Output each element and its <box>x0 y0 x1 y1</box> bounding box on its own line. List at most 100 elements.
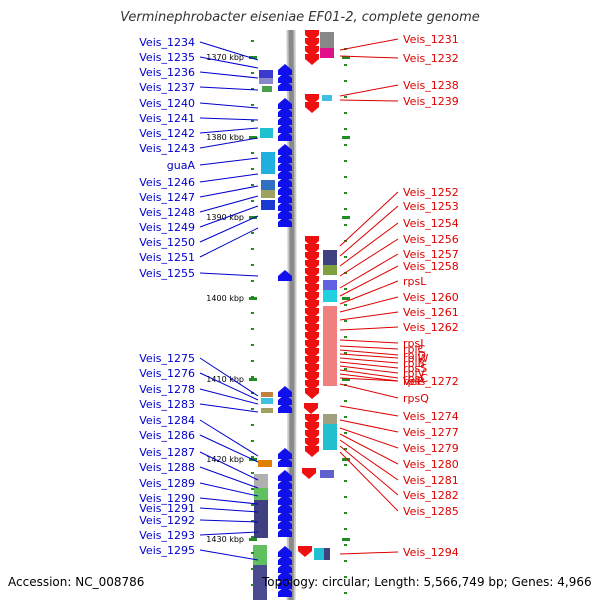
gene-arrow[interactable] <box>278 216 292 227</box>
left-gene-label[interactable]: Veis_1289 <box>139 477 195 490</box>
gene-arrow[interactable] <box>305 356 319 367</box>
left-gene-label[interactable]: guaA <box>167 159 196 172</box>
gene-arrow[interactable] <box>305 268 319 279</box>
gene-arrow[interactable] <box>305 388 319 399</box>
gene-arrow[interactable] <box>278 176 292 187</box>
left-gene-label[interactable]: Veis_1290 <box>139 492 195 505</box>
gene-arrow[interactable] <box>305 38 319 49</box>
left-gene-label[interactable]: Veis_1248 <box>139 206 195 219</box>
gene-arrow[interactable] <box>278 386 292 397</box>
right-gene-label[interactable]: Veis_1272 <box>403 375 459 388</box>
right-gene-label[interactable]: rpsQ <box>403 392 429 405</box>
gene-arrow[interactable] <box>278 394 292 405</box>
gene-arrow[interactable] <box>278 98 292 109</box>
gene-arrow[interactable] <box>278 554 292 565</box>
left-gene-label[interactable]: Veis_1283 <box>139 398 195 411</box>
right-gene-label[interactable]: rplW <box>403 352 429 365</box>
gene-arrow[interactable] <box>305 284 319 295</box>
right-gene-label[interactable]: Veis_1262 <box>403 321 459 334</box>
gene-arrow[interactable] <box>278 502 292 513</box>
gene-arrow[interactable] <box>298 546 312 557</box>
gene-arrow[interactable] <box>305 308 319 319</box>
gene-arrow[interactable] <box>278 200 292 211</box>
right-gene-label[interactable]: rplC <box>403 343 426 356</box>
gene-arrow[interactable] <box>278 270 292 281</box>
right-gene-label[interactable]: Veis_1256 <box>403 233 459 246</box>
left-gene-label[interactable]: Veis_1275 <box>139 352 195 365</box>
gene-arrow[interactable] <box>278 570 292 581</box>
left-gene-label[interactable]: Veis_1286 <box>139 429 195 442</box>
gene-arrow[interactable] <box>305 446 319 457</box>
gene-arrow[interactable] <box>305 430 319 441</box>
right-gene-label[interactable]: rpsJ <box>403 337 423 350</box>
right-gene-label[interactable]: Veis_1258 <box>403 260 459 273</box>
left-gene-label[interactable]: Veis_1291 <box>139 502 195 515</box>
gene-arrow[interactable] <box>278 152 292 163</box>
right-gene-label[interactable]: Veis_1261 <box>403 306 459 319</box>
gene-arrow[interactable] <box>278 562 292 573</box>
gene-arrow[interactable] <box>305 260 319 271</box>
right-gene-label[interactable]: Veis_1231 <box>403 33 459 46</box>
gene-arrow[interactable] <box>278 130 292 141</box>
gene-arrow[interactable] <box>278 168 292 179</box>
right-gene-label[interactable]: Veis_1294 <box>403 546 459 559</box>
gene-arrow[interactable] <box>278 160 292 171</box>
right-gene-label[interactable]: Veis_1232 <box>403 52 459 65</box>
left-gene-label[interactable]: Veis_1237 <box>139 81 195 94</box>
left-gene-label[interactable]: Veis_1235 <box>139 51 195 64</box>
right-gene-label[interactable]: rpsS <box>403 362 427 375</box>
right-gene-label[interactable]: Veis_1281 <box>403 474 459 487</box>
gene-arrow[interactable] <box>305 300 319 311</box>
gene-arrow[interactable] <box>302 468 316 479</box>
left-gene-label[interactable]: Veis_1293 <box>139 529 195 542</box>
gene-arrow[interactable] <box>305 372 319 383</box>
gene-arrow[interactable] <box>305 332 319 343</box>
gene-arrow[interactable] <box>278 208 292 219</box>
right-gene-labels[interactable]: Veis_1231Veis_1232Veis_1238Veis_1239Veis… <box>339 33 459 559</box>
gene-arrow[interactable] <box>305 236 319 247</box>
gene-arrow[interactable] <box>278 510 292 521</box>
gene-arrow[interactable] <box>278 184 292 195</box>
right-gene-label[interactable]: Veis_1238 <box>403 79 459 92</box>
gene-arrow[interactable] <box>278 486 292 497</box>
gene-arrow[interactable] <box>278 72 292 83</box>
gene-arrow[interactable] <box>305 414 319 425</box>
right-gene-label[interactable]: Veis_1285 <box>403 505 459 518</box>
left-gene-label[interactable]: Veis_1240 <box>139 97 195 110</box>
gene-arrow[interactable] <box>278 526 292 537</box>
right-gene-label[interactable]: rpsC <box>403 372 428 385</box>
gene-arrow[interactable] <box>278 546 292 557</box>
gene-arrow[interactable] <box>278 122 292 133</box>
gene-arrow[interactable] <box>278 456 292 467</box>
gene-arrow[interactable] <box>304 403 318 414</box>
gene-arrow[interactable] <box>278 586 292 597</box>
gene-arrow[interactable] <box>305 324 319 335</box>
left-gene-label[interactable]: Veis_1247 <box>139 191 195 204</box>
right-gene-label[interactable]: Veis_1282 <box>403 489 459 502</box>
left-gene-label[interactable]: Veis_1284 <box>139 414 195 427</box>
right-gene-label[interactable]: Veis_1277 <box>403 426 459 439</box>
left-gene-label[interactable]: Veis_1295 <box>139 544 195 557</box>
right-gene-label[interactable]: rpsL <box>403 275 427 288</box>
left-gene-label[interactable]: Veis_1278 <box>139 383 195 396</box>
gene-arrow[interactable] <box>305 438 319 449</box>
gene-arrow[interactable] <box>305 102 319 113</box>
right-gene-label[interactable]: rplV <box>403 367 426 380</box>
right-gene-label[interactable]: Veis_1252 <box>403 186 459 199</box>
left-gene-label[interactable]: Veis_1255 <box>139 267 195 280</box>
gene-arrow[interactable] <box>305 422 319 433</box>
gene-arrow[interactable] <box>305 316 319 327</box>
gene-arrow[interactable] <box>278 578 292 589</box>
gene-arrow[interactable] <box>278 448 292 459</box>
left-gene-label[interactable]: Veis_1243 <box>139 142 195 155</box>
right-gene-label[interactable]: Veis_1279 <box>403 442 459 455</box>
gene-arrow[interactable] <box>305 292 319 303</box>
gene-arrow[interactable] <box>305 252 319 263</box>
left-gene-label[interactable]: Veis_1276 <box>139 367 195 380</box>
right-gene-label[interactable]: Veis_1257 <box>403 248 459 261</box>
left-gene-label[interactable]: Veis_1251 <box>139 251 195 264</box>
left-gene-label[interactable]: Veis_1241 <box>139 112 195 125</box>
gene-arrow[interactable] <box>278 478 292 489</box>
left-gene-label[interactable]: Veis_1287 <box>139 446 195 459</box>
left-gene-label[interactable]: Veis_1250 <box>139 236 195 249</box>
